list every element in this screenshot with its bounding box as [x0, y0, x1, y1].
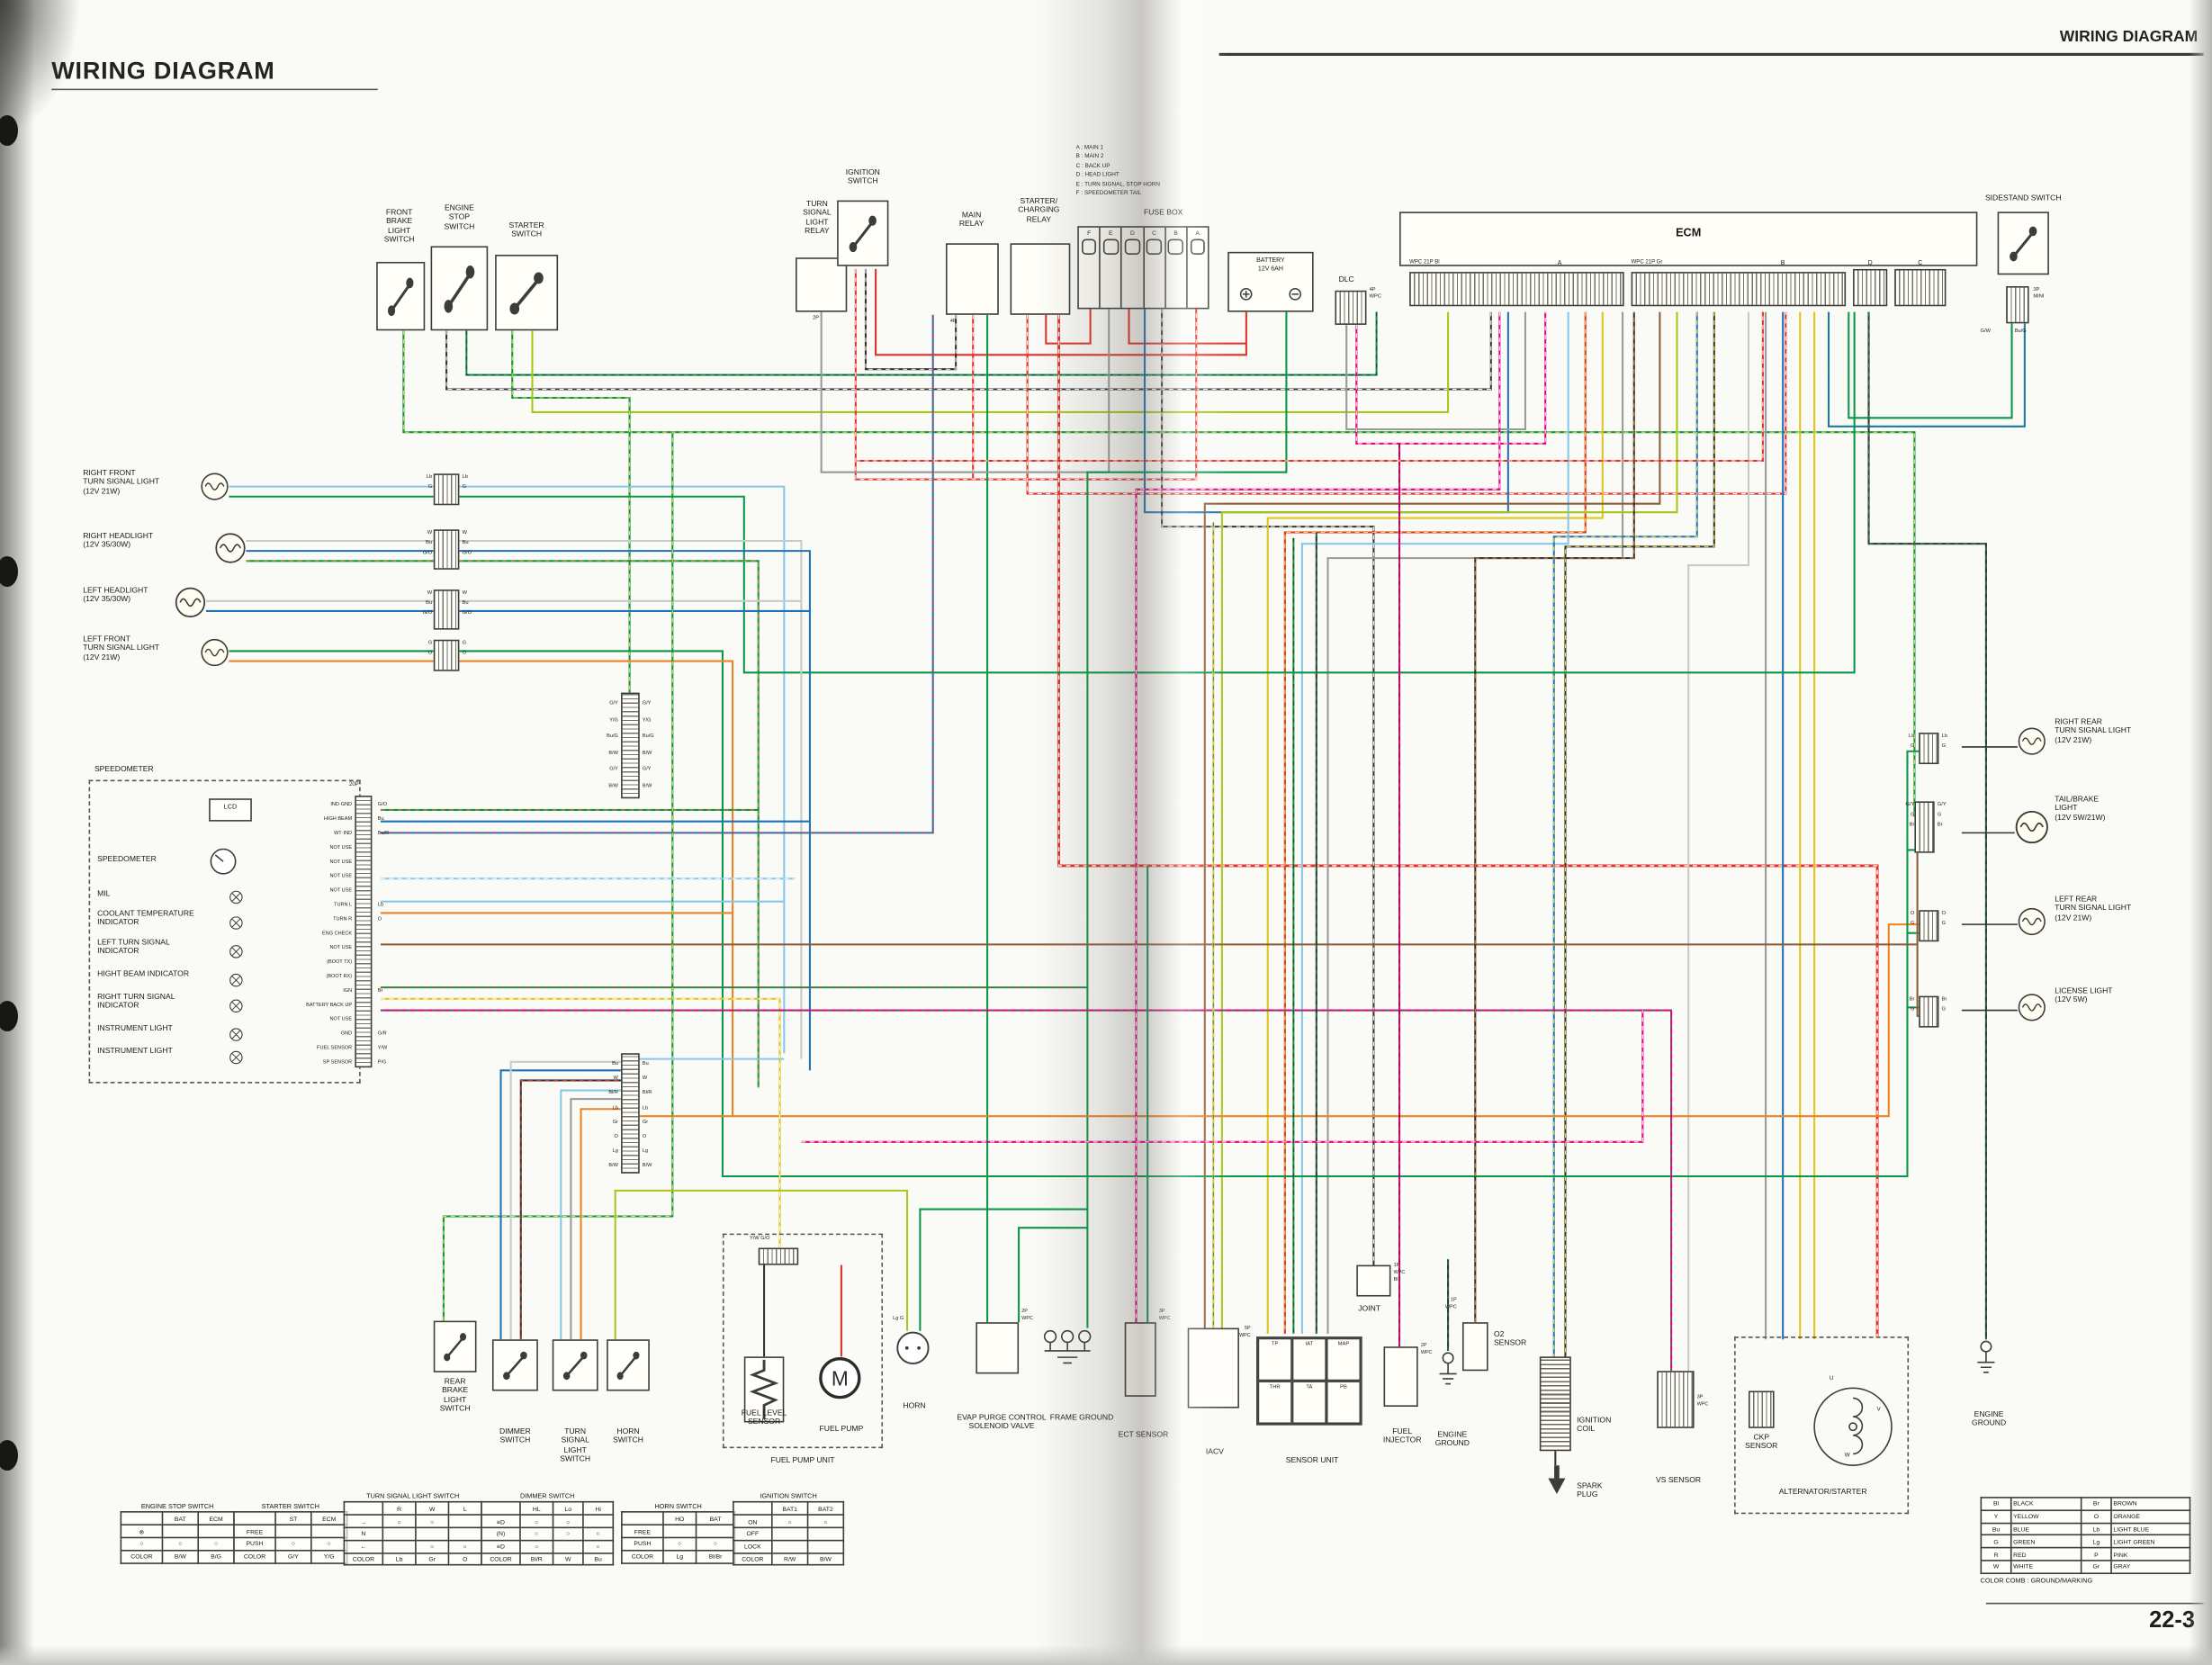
wire-26	[1203, 311, 1661, 1328]
page-number: 22-3	[2149, 1608, 2196, 1634]
wire-21	[1827, 311, 2026, 428]
wire-89	[1018, 1227, 1088, 1323]
wire-28	[1552, 311, 1698, 1357]
wire-72	[560, 1089, 622, 1340]
wire-19-trace	[1355, 311, 1546, 445]
wire-81-trace	[1135, 311, 1500, 1323]
wire-81	[1135, 311, 1501, 1323]
wire-71-trace	[520, 1079, 622, 1340]
wire-1	[445, 311, 1492, 391]
wire-15	[1143, 309, 1509, 514]
wire-67-trace	[380, 1010, 1672, 1372]
wire-35	[1867, 311, 1987, 1340]
wire-54	[1090, 750, 1930, 1178]
wire-23	[1283, 311, 1587, 1334]
wire-66-trace	[380, 998, 781, 1248]
wire-53	[459, 660, 1929, 1118]
wire-73	[570, 1098, 622, 1340]
wire-6	[1128, 309, 1246, 345]
wire-11	[1026, 311, 1787, 495]
wire-30	[1687, 311, 1750, 1372]
wire-87-trace	[855, 311, 1764, 462]
wire-13-trace	[1057, 314, 1878, 1337]
wire-45	[459, 560, 760, 1088]
wire-3	[531, 311, 1450, 413]
wire-29	[1564, 311, 1715, 1357]
wire-0-trace	[402, 330, 1934, 816]
wire-27	[1220, 311, 1678, 1328]
wire-68	[442, 432, 674, 1321]
wire-37	[459, 485, 786, 1054]
wire-62	[380, 314, 934, 834]
wire-13	[1057, 314, 1879, 1337]
wire-69	[499, 1069, 622, 1340]
wire-19	[1355, 311, 1547, 445]
wire-62-trace	[380, 314, 934, 833]
wire-8-trace	[865, 268, 957, 370]
wire-16-trace	[1161, 309, 1374, 1268]
wire-58	[380, 837, 1934, 946]
wire-1-trace	[445, 311, 1492, 390]
wire-28-trace	[1553, 311, 1698, 1357]
wire-20	[1848, 311, 2013, 419]
wire-41	[459, 539, 803, 1059]
wire-12	[1045, 309, 1092, 345]
wire-23-trace	[1284, 311, 1587, 1334]
running-header: WIRING DIAGRAM	[2059, 28, 2199, 46]
wire-43	[459, 550, 811, 1071]
wire-22	[1266, 311, 1604, 1334]
wire-2-trace	[465, 311, 1378, 376]
wire-68-trace	[443, 432, 673, 1321]
wire-17	[1086, 311, 1288, 1328]
wire-45-trace	[459, 560, 760, 1088]
wire-70	[509, 1060, 622, 1340]
wire-14	[820, 309, 1110, 473]
wire-77	[614, 1189, 909, 1340]
wire-0	[402, 330, 1934, 817]
wire-59	[1916, 944, 1930, 1017]
wire-83-trace	[1474, 311, 1635, 1323]
wire-67	[380, 1009, 1673, 1372]
wire-11-trace	[1027, 311, 1786, 495]
header-rule	[1218, 52, 2204, 57]
wire-35-trace	[1868, 311, 1987, 1340]
wire-7-trace	[855, 268, 1197, 481]
page-title: WIRING DIAGRAM	[51, 57, 275, 85]
wire-18	[1345, 311, 1526, 431]
wire-74	[580, 1108, 622, 1340]
footer-rule	[1985, 1602, 2204, 1605]
wire-78	[919, 1208, 1088, 1331]
wire-39	[459, 311, 1856, 674]
wire-4-trace	[511, 330, 631, 693]
wire-24	[1300, 311, 1569, 1334]
wire-29-trace	[1564, 311, 1715, 1357]
wire-86-trace	[801, 1010, 1643, 1143]
wire-21-trace	[1828, 311, 2026, 428]
title-rule	[51, 88, 378, 91]
wire-87	[855, 311, 1764, 463]
wire-4	[511, 330, 631, 693]
wire-5	[875, 268, 1247, 356]
